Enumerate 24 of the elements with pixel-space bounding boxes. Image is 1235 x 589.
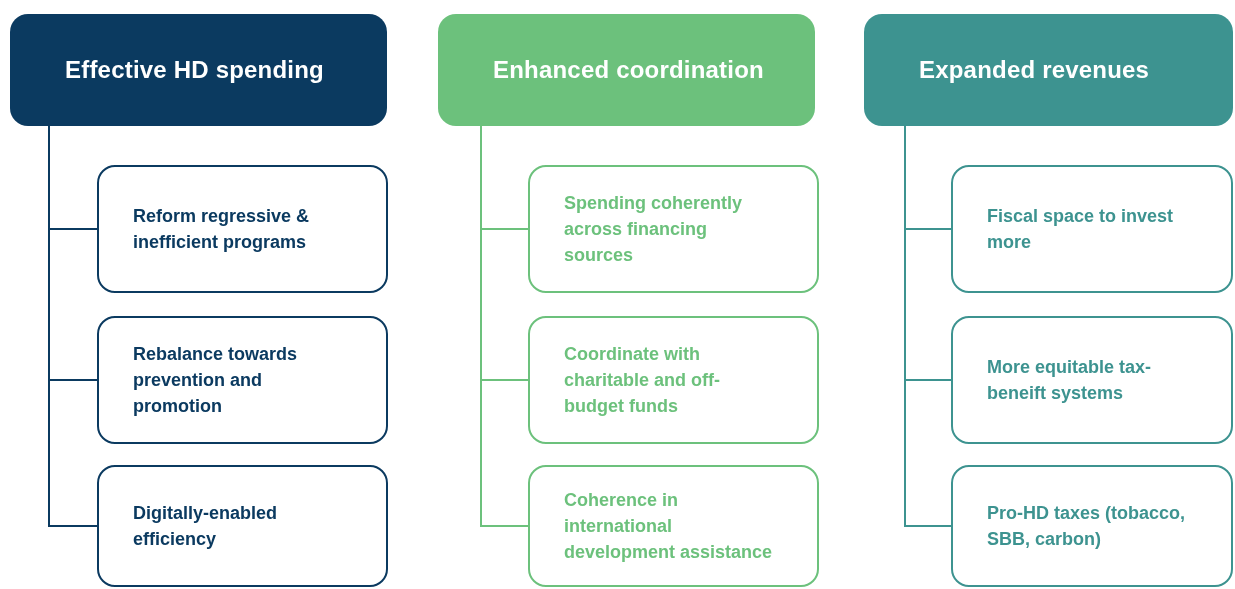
item-text: Fiscal space to invest more bbox=[987, 205, 1175, 254]
item-text: More equitable tax-beneift systems bbox=[987, 356, 1153, 405]
item-text: Rebalance towards prevention and promotion bbox=[133, 343, 299, 418]
item-text: Pro-HD taxes (tobacco, SBB, carbon) bbox=[987, 502, 1187, 551]
item-text: Coordinate with charitable and off-budget funds bbox=[564, 343, 721, 418]
item-box bbox=[97, 465, 388, 587]
item-text: Digitally-enabled efficiency bbox=[133, 502, 279, 551]
item-text: Spending coherently across financing sources bbox=[564, 192, 744, 267]
column-heading: Expanded revenues bbox=[919, 56, 1150, 84]
item-box bbox=[951, 165, 1233, 293]
header-box bbox=[864, 14, 1233, 126]
item-text: Reform regressive & inefficient programs bbox=[133, 205, 311, 254]
item-box bbox=[97, 316, 388, 444]
item-box bbox=[528, 165, 819, 293]
header-box bbox=[438, 14, 815, 126]
item-box bbox=[97, 165, 388, 293]
item-box bbox=[951, 316, 1233, 444]
column-heading: Enhanced coordination bbox=[493, 56, 764, 84]
item-text: Coherence in international development assistance bbox=[564, 489, 774, 564]
item-box bbox=[951, 465, 1233, 587]
column-heading: Effective HD spending bbox=[65, 56, 324, 84]
header-box bbox=[10, 14, 387, 126]
item-box bbox=[528, 316, 819, 444]
item-box bbox=[528, 465, 819, 587]
